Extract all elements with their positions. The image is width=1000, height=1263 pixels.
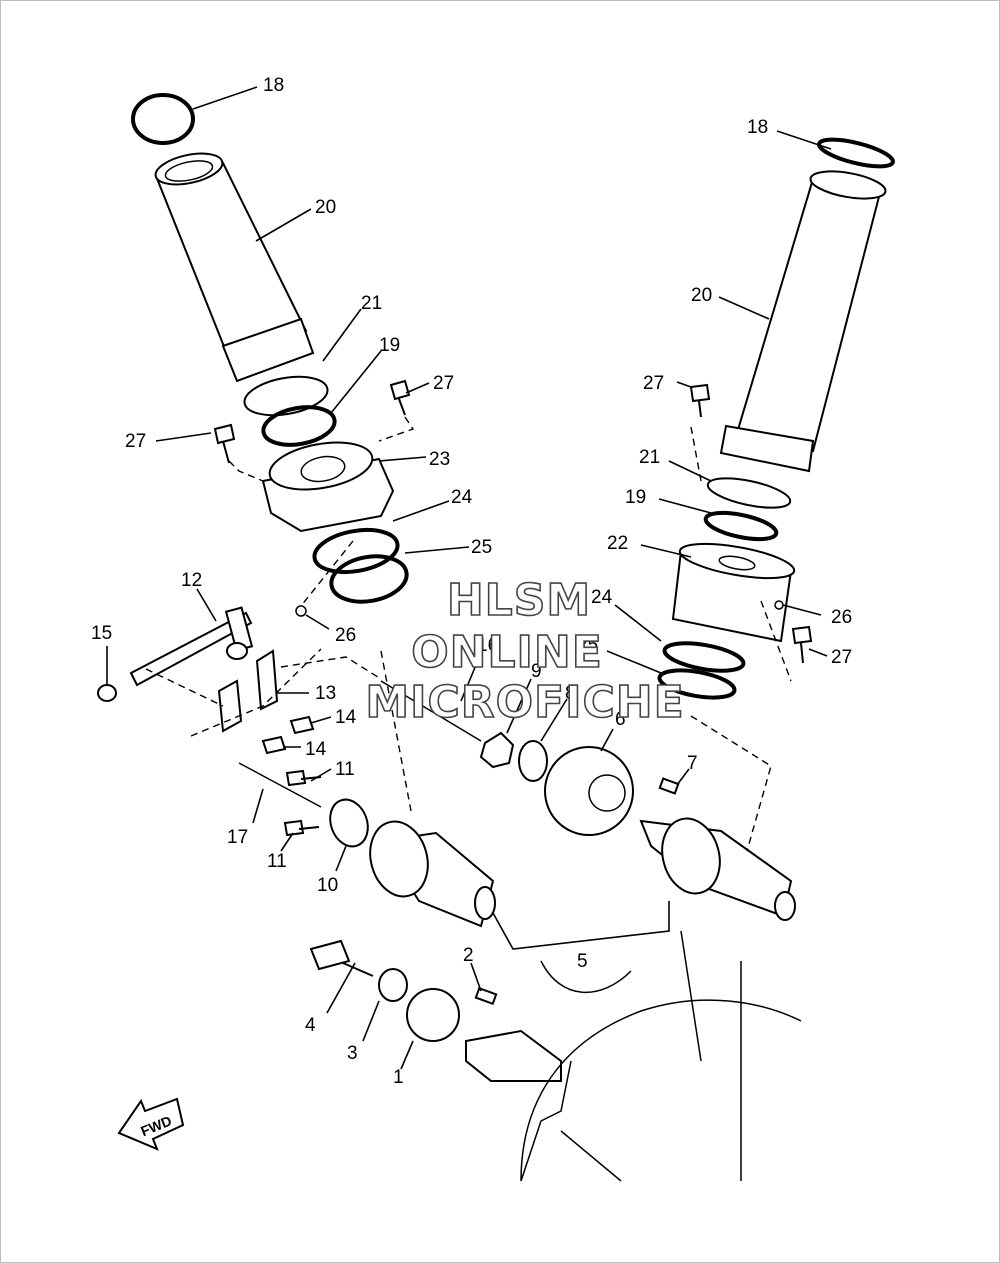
callout-13: 13 [315,683,336,704]
crank-web-outline [520,999,802,1182]
callout-8: 8 [565,683,576,704]
camshaft-assembly [369,650,796,950]
shift-mechanism [97,606,382,848]
callout-labels: 1 2 3 4 5 6 7 8 9 10 11 11 12 13 14 14 1… [91,75,852,1088]
callout-24-right: 24 [591,587,613,608]
washer-15 [97,684,117,702]
callout-4: 4 [305,1015,316,1036]
callout-1: 1 [393,1067,404,1088]
seal-21-right [706,477,792,509]
callout-6: 6 [615,709,626,730]
watermark-line-1: HLSM [447,575,591,626]
nut-9 [479,731,515,769]
fwd-arrow-icon: FWD [117,1097,185,1151]
callout-20-right: 20 [691,285,712,306]
callout-17: 17 [227,827,248,848]
key-2 [474,986,498,1006]
o-ring-25-right [657,668,737,700]
watermark-line-3: MICROFICHE [365,677,684,728]
callout-27-left-a: 27 [125,431,146,452]
callout-16: 16 [477,635,498,656]
o-ring-18-right [817,137,895,169]
callout-25-right: 25 [577,635,598,656]
callout-18-left: 18 [263,75,284,96]
callout-10: 10 [317,875,338,896]
callout-19-left: 19 [379,335,400,356]
watermark: HLSM ONLINE MICROFICHE [365,574,685,729]
rod-17 [238,762,322,808]
key-7 [658,777,680,795]
callout-20-left: 20 [315,197,336,218]
callout-18-right: 18 [747,117,768,138]
callout-5: 5 [577,951,588,972]
callout-27-left-b: 27 [433,373,454,394]
callout-25-left: 25 [471,537,492,558]
callout-3: 3 [347,1043,358,1064]
callout-9: 9 [531,661,542,682]
watermark-line-2: ONLINE [411,627,603,678]
callout-21-left: 21 [361,293,382,314]
crankshaft-drive [309,930,802,1182]
callout-11-b: 11 [267,851,287,872]
callout-19-right: 19 [625,487,646,508]
bolt-27-right-b [791,625,813,664]
leader-lines [106,86,832,1070]
clip-26-left [295,605,307,617]
bolt-27-right-a [689,383,711,418]
callout-24-left: 24 [451,487,473,508]
bolt-27-left-b [389,379,411,416]
plate-10 [329,798,369,848]
o-ring-24-left [312,527,400,575]
o-ring-19-left [261,405,337,447]
callout-23: 23 [429,449,450,470]
callout-15: 15 [91,623,112,644]
callout-2: 2 [463,945,474,966]
bolt-4 [309,939,374,977]
bolt-14-b [261,735,287,755]
callout-21-right: 21 [639,447,660,468]
callout-26-right: 26 [831,607,852,628]
crankshaft [465,1029,562,1082]
seal-21-left [243,375,329,417]
callout-22: 22 [607,533,628,554]
washer-3 [378,968,408,1002]
washer-8 [518,740,548,782]
right-tube-assembly [657,137,895,700]
left-tube-assembly [131,93,415,617]
bolt-14-a [289,715,315,735]
callout-27-right-a: 27 [643,373,664,394]
gear-1 [406,988,460,1042]
callout-11-a: 11 [335,759,355,780]
o-ring-19-right [703,510,779,542]
callout-27-right-b: 27 [831,647,852,668]
o-ring-25-left [329,554,409,604]
stud-16 [380,680,482,742]
o-ring-24-right [662,641,746,673]
shaft-12 [129,611,253,687]
callout-26-left: 26 [335,625,356,646]
o-ring-18-left [131,93,195,145]
plate-13 [217,649,279,733]
callout-7: 7 [687,753,698,774]
bolt-11-b [283,819,320,837]
bolt-27-left-a [213,423,236,464]
callout-14-a: 14 [335,707,357,728]
callout-12: 12 [181,570,202,591]
callout-14-b: 14 [305,739,327,760]
